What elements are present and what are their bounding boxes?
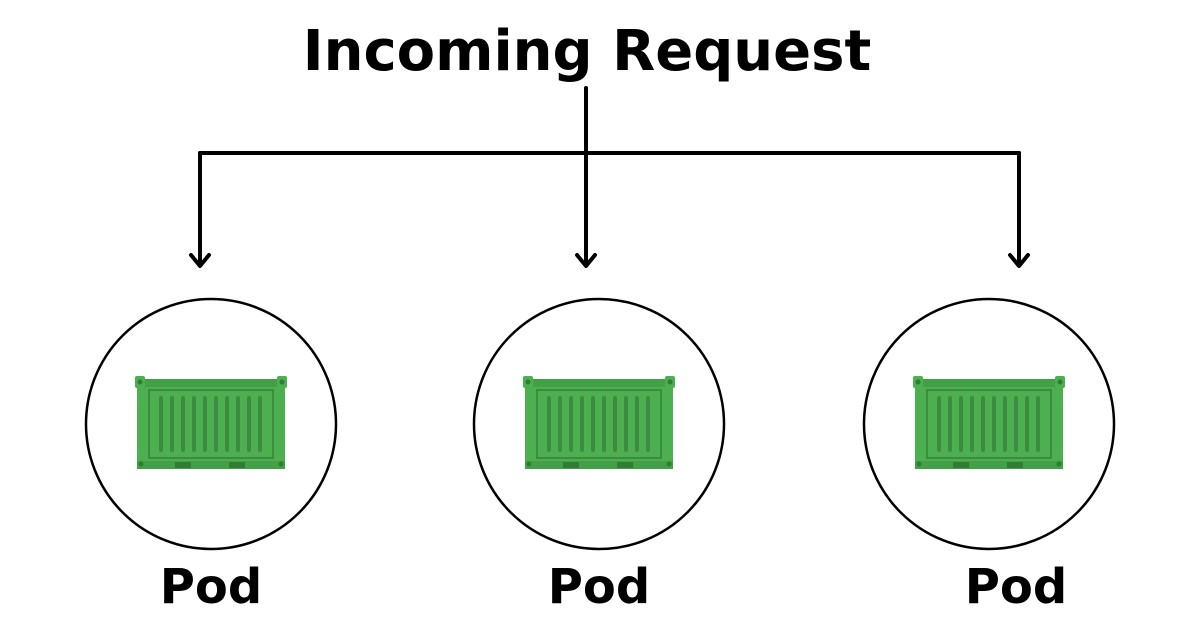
pod-label: Pod (548, 559, 651, 615)
request-connectors (189, 86, 1030, 268)
diagram-title: Incoming Request (303, 19, 872, 84)
pod-node-2: Pod (472, 297, 726, 615)
container-icon (912, 375, 1066, 470)
pod-label: Pod (160, 559, 263, 615)
pod-node-1: Pod (84, 297, 338, 615)
arrow-head-middle-icon (575, 253, 597, 268)
pod-node-3: Pod (862, 297, 1116, 615)
container-icon (134, 375, 288, 470)
arrow-head-right-icon (1008, 253, 1030, 268)
pod-label: Pod (965, 559, 1068, 615)
container-icon (522, 375, 676, 470)
arrow-head-left-icon (189, 253, 211, 268)
